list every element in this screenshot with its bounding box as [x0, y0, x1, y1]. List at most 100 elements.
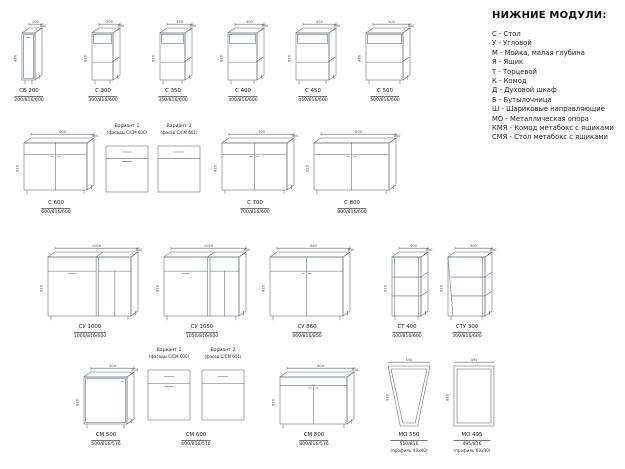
module-size: 800/816/600 [337, 209, 367, 215]
variant-title: Вариант 1 [114, 124, 140, 129]
module-drawing-sm500: 500 816 516 [76, 364, 139, 430]
module-size: 450/816/600 [298, 97, 328, 103]
variant-title: Вариант 2 [166, 124, 192, 129]
module-size: 495/816 [462, 441, 482, 447]
module-name: С 500 [370, 88, 400, 97]
legend-item: М - Мойка, малая глубина [492, 48, 585, 57]
module-size: 400/816/600 [228, 97, 258, 103]
svg-text:516: 516 [132, 368, 140, 372]
module-drawing-su1050: 1050 816 600 [156, 244, 251, 322]
legend-abbr: Я [492, 58, 497, 67]
variant-thumb [200, 364, 246, 424]
module-name: С 700 [240, 200, 270, 209]
module-size: 350/816/600 [158, 97, 188, 103]
variant-thumb [104, 140, 150, 196]
svg-text:816: 816 [152, 54, 156, 62]
svg-text:816: 816 [384, 284, 388, 292]
svg-text:550: 550 [406, 358, 414, 362]
svg-text:400: 400 [246, 20, 254, 24]
svg-text:600: 600 [490, 248, 498, 252]
module-name: МО 550 [390, 432, 428, 441]
variant-label: Вариант 2(фасад С/СМ 601) [161, 124, 198, 135]
module-name: С 450 [298, 88, 328, 97]
legend-abbr: К [492, 77, 497, 86]
legend-desc: Духовой шкаф [504, 86, 557, 95]
module-name: С 600 [41, 200, 71, 209]
legend-item: Д - Духовой шкаф [492, 86, 557, 95]
svg-text:816: 816 [306, 164, 310, 172]
module-note: (профиль 60х30) [453, 447, 491, 453]
svg-text:850: 850 [348, 248, 356, 252]
legend-desc: Ящик [503, 58, 524, 67]
module-name: СУ 860 [292, 324, 322, 333]
svg-text:600: 600 [334, 24, 342, 28]
svg-text:500: 500 [109, 364, 117, 368]
svg-text:1050: 1050 [204, 244, 214, 248]
module-size: 1000/816/600 [73, 333, 107, 339]
svg-text:600: 600 [244, 248, 252, 252]
svg-text:600: 600 [118, 24, 126, 28]
svg-text:500: 500 [388, 20, 396, 24]
module-name: СТУ 300 [452, 324, 482, 333]
module-name: С 350 [158, 88, 188, 97]
module-size: 400/816/600 [392, 333, 422, 339]
variant-title: Вариант 2 [210, 348, 236, 353]
svg-text:860: 860 [310, 244, 318, 248]
svg-text:816: 816 [358, 54, 362, 62]
svg-text:600: 600 [59, 130, 67, 134]
svg-text:600: 600 [136, 248, 144, 252]
module-name: СМ 800 [299, 432, 329, 441]
module-note: (профиль 40х40) [390, 447, 428, 453]
legend-abbr: С [492, 30, 497, 38]
svg-text:816: 816 [40, 284, 44, 292]
legend-abbr: У [492, 39, 497, 48]
legend-item: СМЯ - Стол метабокс с ящиками [492, 133, 608, 142]
svg-text:816: 816 [156, 284, 160, 292]
module-name: МО 495 [453, 432, 491, 441]
legend-item: К - Комод [492, 77, 527, 86]
variant-subtitle: (фасад С/СМ 601) [160, 129, 198, 135]
legend-desc: Мойка, малая глубина [504, 48, 585, 57]
svg-text:350: 350 [176, 20, 184, 24]
svg-text:816: 816 [220, 54, 224, 62]
legend-item: КМЯ - Комод метабокс с ящиками [492, 124, 614, 133]
svg-text:816: 816 [288, 54, 292, 62]
legend-item: Ш - Шариковые направляющие [492, 105, 605, 114]
module-name: СУ 1000 [73, 324, 107, 333]
legend-desc: Комод [503, 77, 527, 86]
legend-desc: Стол [503, 30, 521, 38]
legend-abbr: Б [492, 95, 497, 104]
module-size: 700/816/600 [240, 209, 270, 215]
variant-subtitle: (фасады С/СМ 600) [106, 129, 148, 135]
legend-item: Т - Торцевой [492, 67, 537, 76]
variant-title: Вариант 1 [156, 348, 182, 353]
module-size: 550/816 [399, 441, 419, 447]
svg-text:816: 816 [76, 398, 80, 406]
legend-desc: Угловой [502, 39, 532, 48]
legend-desc: Торцевой [502, 67, 537, 76]
module-name: СБ 200 [14, 88, 44, 97]
